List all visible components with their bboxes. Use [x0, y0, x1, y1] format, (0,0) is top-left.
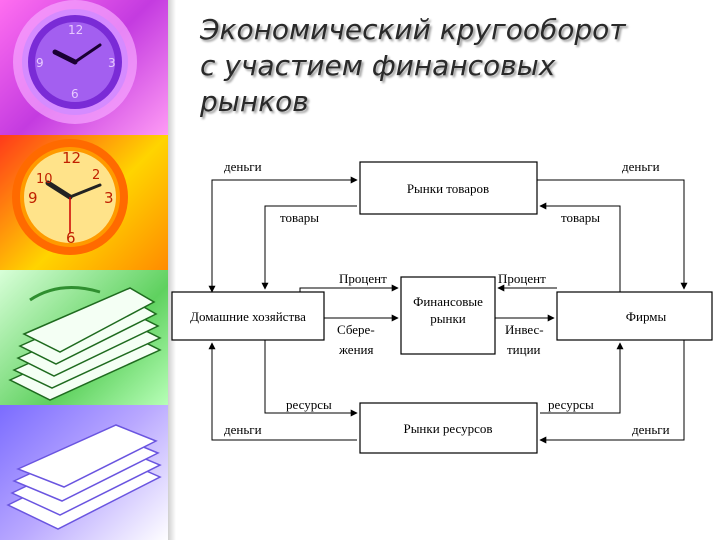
decorative-sidebar: 12 3 6 9 12 3 6 9 10 2 — [0, 0, 170, 540]
goods-label-left: товары — [280, 210, 319, 225]
resources-arrow-from-households — [264, 340, 358, 417]
financial-markets-box — [400, 276, 496, 355]
papers-green-image — [0, 270, 170, 405]
investments-label-line-2: тиции — [507, 342, 541, 357]
svg-text:6: 6 — [66, 229, 76, 247]
savings-label-line-1: Сбере- — [337, 322, 375, 337]
svg-text:6: 6 — [71, 87, 79, 101]
resources-label-right: ресурсы — [548, 397, 594, 412]
goods-label-right: товары — [561, 210, 600, 225]
title-line-1: Экономический кругооборот — [200, 13, 626, 46]
resources-arrow-to-firms — [540, 342, 624, 414]
goods-market-label: Рынки товаров — [407, 181, 489, 196]
resources-label-left: ресурсы — [286, 397, 332, 412]
clock-purple-image: 12 3 6 9 — [0, 0, 170, 135]
money-arrow-goods-to-firms — [537, 179, 688, 290]
svg-text:2: 2 — [92, 168, 100, 183]
savings-label-line-2: жения — [338, 342, 373, 357]
money-arrow-firms-to-resources — [539, 340, 685, 444]
sidebar-edge — [168, 0, 176, 540]
money-label-bottom-right: деньги — [632, 422, 670, 437]
svg-text:3: 3 — [104, 189, 114, 207]
svg-text:3: 3 — [108, 56, 116, 70]
clock-orange-image: 12 3 6 9 10 2 — [0, 135, 170, 270]
financial-markets-label-line-2: рынки — [430, 311, 466, 326]
resources-market-box — [359, 402, 538, 454]
money-label-bottom-left: деньги — [224, 422, 262, 437]
goods-market-box — [359, 161, 538, 215]
money-arrow-resources-to-households — [208, 342, 357, 441]
interest-arrow-to-households — [299, 284, 399, 292]
households-box — [171, 291, 325, 341]
money-arrow-households-to-goods — [208, 176, 358, 293]
investments-label-line-1: Инвес- — [505, 322, 544, 337]
firms-label: Фирмы — [626, 309, 667, 324]
resources-market-label: Рынки ресурсов — [403, 421, 492, 436]
households-label: Домашние хозяйства — [190, 309, 306, 324]
interest-label-right: Процент — [498, 271, 546, 286]
money-label-top-right: деньги — [622, 159, 660, 174]
goods-arrow-to-households — [261, 205, 357, 290]
firms-box — [556, 291, 713, 341]
title-line-2: с участием финансовых — [200, 49, 556, 82]
papers-violet-image — [0, 405, 170, 540]
title-line-3: рынков — [200, 85, 309, 118]
svg-text:12: 12 — [68, 23, 83, 37]
goods-arrow-from-firms — [539, 202, 621, 292]
svg-text:9: 9 — [36, 56, 44, 70]
interest-label-left: Процент — [339, 271, 387, 286]
svg-text:9: 9 — [28, 189, 38, 207]
svg-text:10: 10 — [36, 172, 53, 187]
svg-text:12: 12 — [62, 149, 81, 167]
financial-markets-label-line-1: Финансовые — [413, 294, 483, 309]
money-label-top-left: деньги — [224, 159, 262, 174]
slide-title: Экономический кругооборот с участием фин… — [200, 12, 700, 120]
